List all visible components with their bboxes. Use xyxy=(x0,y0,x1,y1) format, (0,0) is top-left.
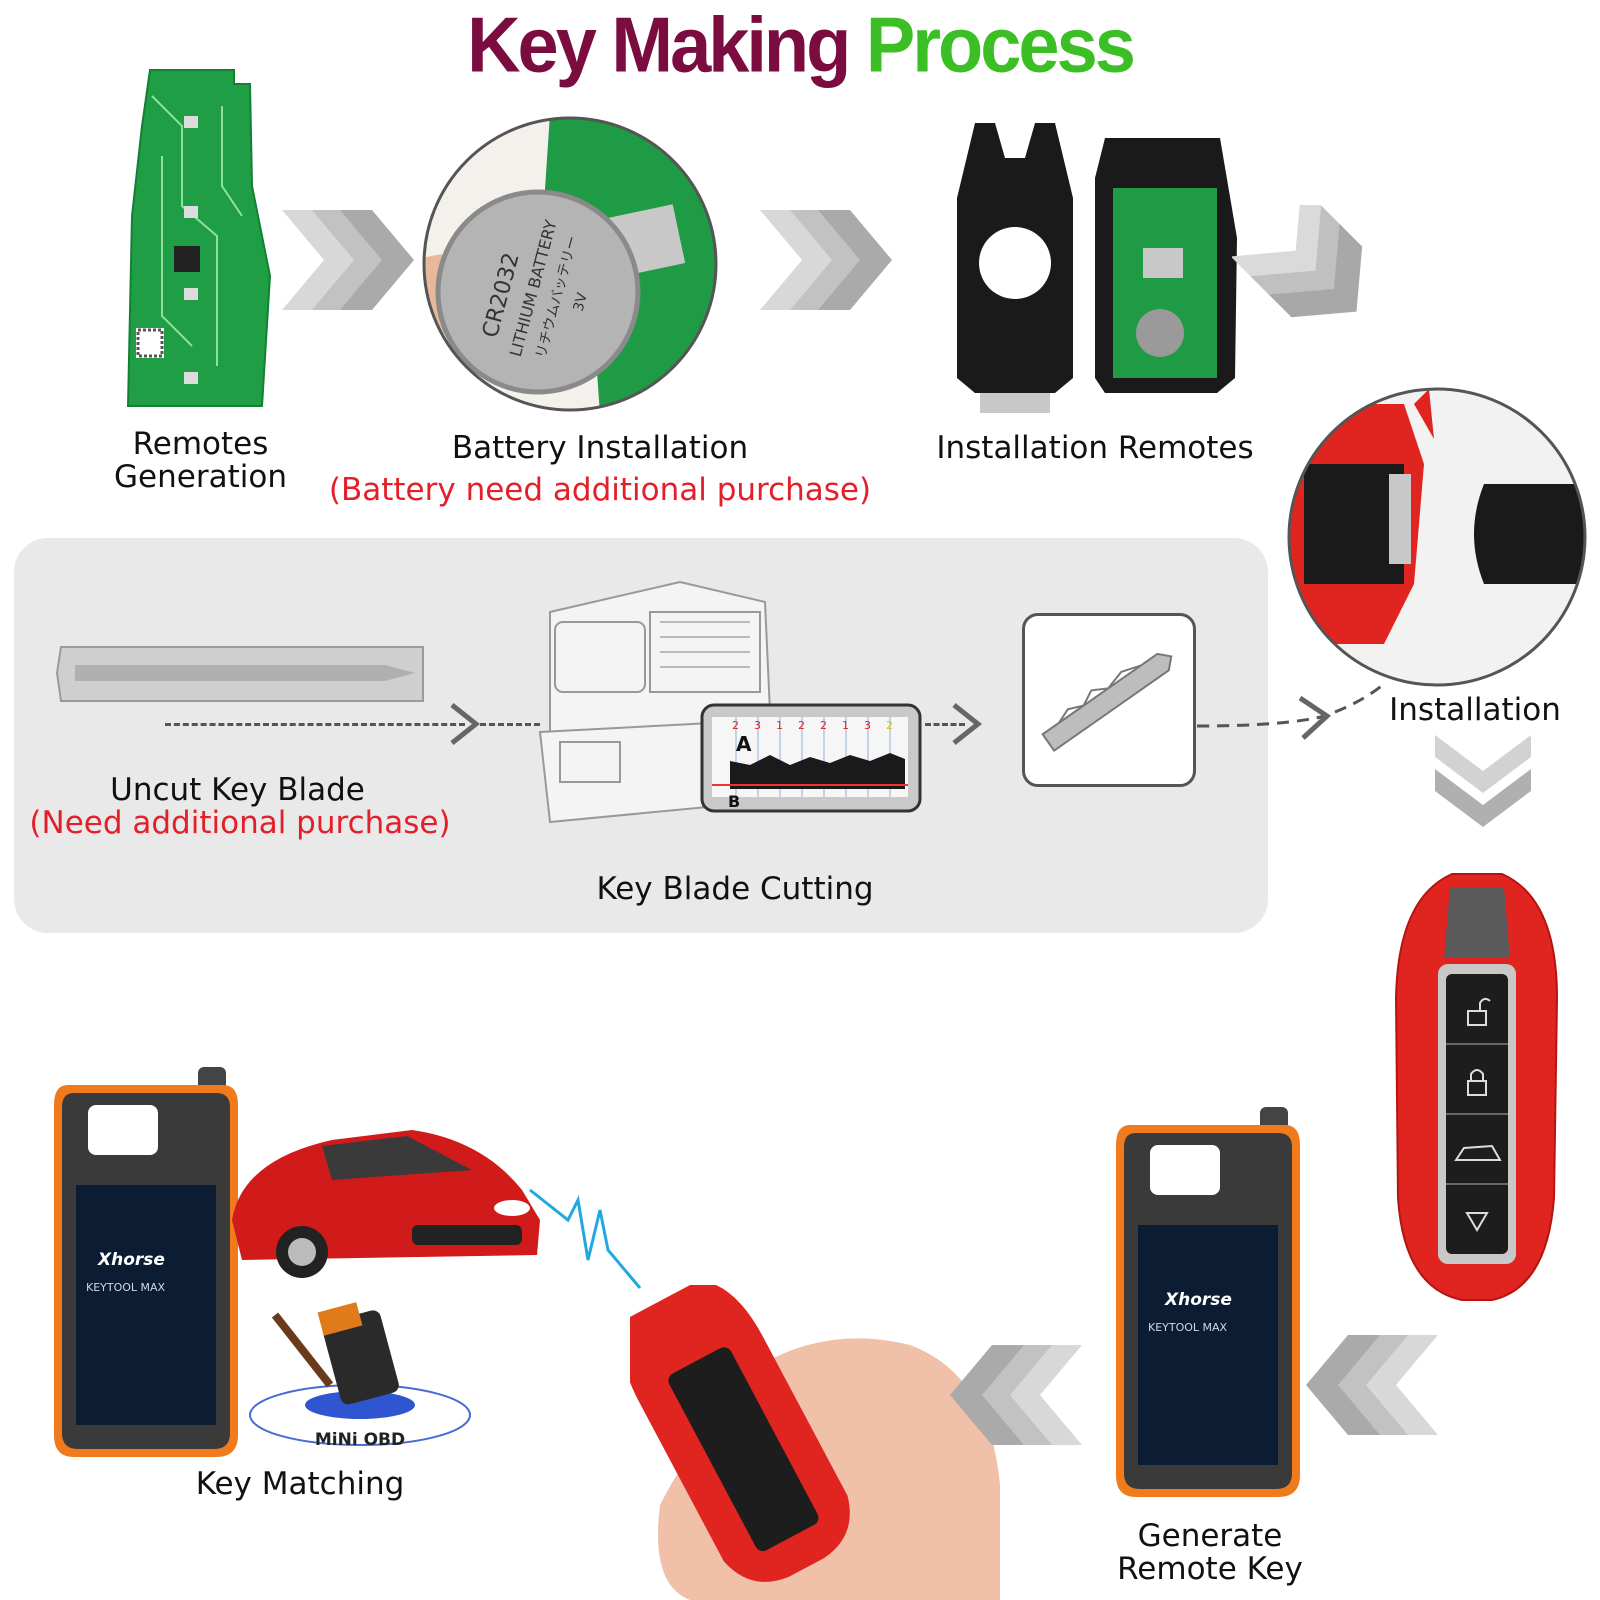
title-part1: Key Making xyxy=(467,0,851,89)
mini-obd-label: MiNi OBD xyxy=(315,1430,405,1450)
flow-line-1 xyxy=(165,723,465,726)
generate-remote-key-line2: Remote Key xyxy=(1117,1551,1303,1587)
flow-line-4 xyxy=(1196,681,1386,740)
remotes-generation-line2: Generation xyxy=(114,459,287,495)
lock-icon xyxy=(1467,1069,1487,1096)
arrow-right-icon xyxy=(952,703,982,745)
chevron-right-icon xyxy=(282,210,414,310)
cut-depth-5: 2 xyxy=(820,719,827,732)
cut-depth-8: 2 xyxy=(886,719,893,732)
cut-depth-6: 1 xyxy=(842,719,849,732)
remotes-generation-line1: Remotes xyxy=(132,426,269,462)
remote-shells-image xyxy=(957,123,1237,413)
triangle-down-icon xyxy=(1465,1212,1489,1232)
cut-depth-2: 3 xyxy=(754,719,761,732)
battery-text-4: 3V xyxy=(571,291,591,313)
key-matching-label: Key Matching xyxy=(195,1466,405,1502)
installation-label: Installation xyxy=(1389,692,1561,728)
flow-line-2 xyxy=(480,723,540,726)
flow-line-3 xyxy=(925,723,965,726)
red-remote-key-image xyxy=(1394,873,1559,1301)
uncut-key-blade-label: Uncut Key Blade xyxy=(110,772,365,808)
cut-graph-a-label: A xyxy=(736,732,752,756)
title-part2: Process xyxy=(865,0,1136,89)
uncut-key-blade-note: (Need additional purchase) xyxy=(29,805,451,841)
chevron-left-icon xyxy=(1306,1335,1438,1435)
cut-key-box xyxy=(1022,613,1196,787)
device-model-right: KEYTOOL MAX xyxy=(1148,1321,1228,1334)
chevron-down-icon xyxy=(1232,205,1363,318)
keytool-max-device-left: Xhorse KEYTOOL MAX xyxy=(54,1067,238,1457)
key-blade-cutting-label: Key Blade Cutting xyxy=(596,871,874,907)
hand-holding-remote-image xyxy=(630,1285,1000,1600)
chevron-down-icon xyxy=(1435,735,1531,827)
unlock-icon xyxy=(1467,997,1491,1026)
keytool-max-device-right: Xhorse KEYTOOL MAX xyxy=(1116,1107,1300,1497)
cut-depth-7: 3 xyxy=(864,719,871,732)
red-car-image xyxy=(232,1130,540,1278)
signal-zigzag-icon xyxy=(529,1188,642,1289)
generate-remote-key-line1: Generate xyxy=(1137,1518,1283,1554)
key-cut-graph: A B 2 3 1 2 2 1 3 2 xyxy=(700,703,922,813)
installation-remotes-label: Installation Remotes xyxy=(936,430,1254,466)
cut-key-image xyxy=(1041,652,1173,753)
battery-installation-image: CR2032 LITHIUM BATTERY リチウムバッテリー 3V xyxy=(422,116,718,412)
cut-depth-1: 2 xyxy=(732,719,739,732)
uncut-key-blade-image xyxy=(55,646,424,702)
page-title: Key Making Process xyxy=(0,0,1600,89)
remotes-generation-label: Remotes Generation xyxy=(98,428,303,494)
mini-obd-image: MiNi OBD xyxy=(249,1302,471,1450)
device-model-left: KEYTOOL MAX xyxy=(86,1281,166,1294)
arrow-right-icon xyxy=(450,703,480,745)
cut-depth-4: 2 xyxy=(798,719,805,732)
cut-graph-b-label: B xyxy=(728,792,740,811)
device-brand-left: Xhorse xyxy=(97,1250,165,1270)
battery-installation-note: (Battery need additional purchase) xyxy=(328,472,872,508)
pcb-board-image xyxy=(126,69,272,407)
chevron-left-icon xyxy=(950,1345,1082,1445)
chevron-right-icon xyxy=(760,210,892,310)
car-trunk-icon xyxy=(1454,1144,1502,1161)
generate-remote-key-label: Generate Remote Key xyxy=(1090,1520,1330,1586)
device-brand-right: Xhorse xyxy=(1164,1290,1232,1310)
cut-depth-3: 1 xyxy=(776,719,783,732)
installation-image xyxy=(1287,387,1587,687)
battery-installation-label: Battery Installation xyxy=(451,430,749,466)
